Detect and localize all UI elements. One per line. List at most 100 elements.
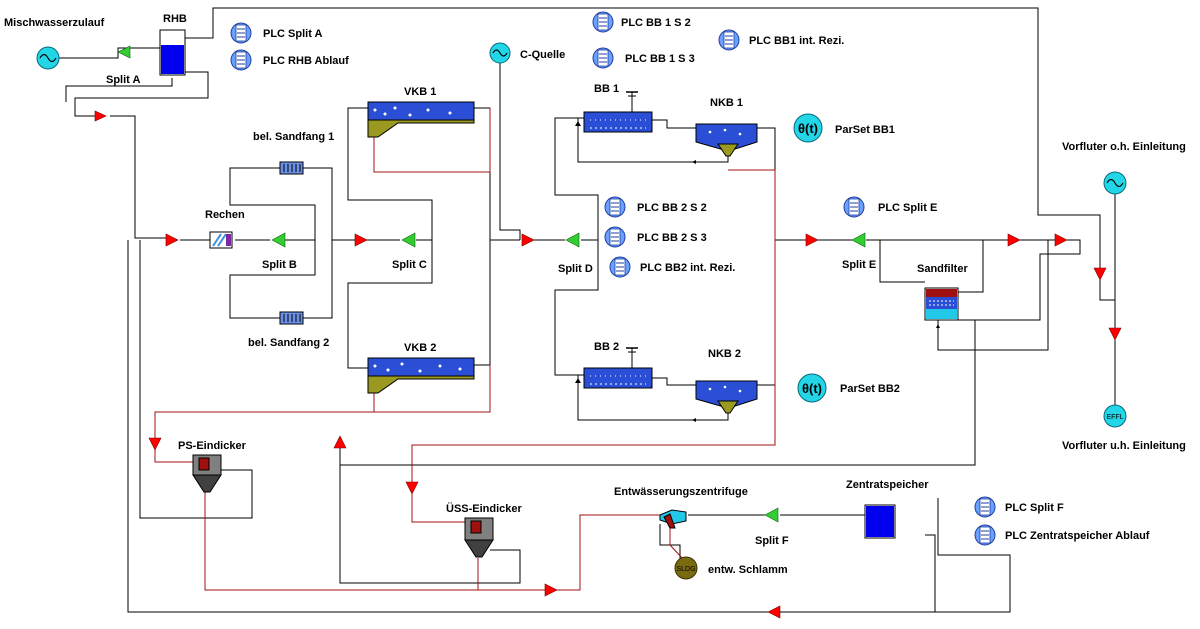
flow-ticks [575,121,940,422]
nkb-1-label: NKB 1 [710,97,743,109]
zentrifuge-icon[interactable] [659,509,687,529]
split-d-label: Split D [558,263,593,275]
plc-icon [974,496,996,518]
zentratspeicher-tank[interactable] [864,504,896,539]
plc-label: PLC RHB Ablauf [263,55,349,67]
vkb-2-tank[interactable] [367,357,475,394]
bb-2-tank[interactable] [583,347,653,389]
bb-1-label: BB 1 [594,83,619,95]
plc-label: PLC BB 1 S 2 [621,17,691,29]
vkb-1-tank[interactable] [367,101,475,138]
zentratspeicher-label: Zentratspeicher [846,479,929,491]
split-c-icon[interactable] [401,232,416,248]
red-arrow-icon [521,233,535,247]
plc-split-f[interactable]: PLC Split F [974,496,1064,518]
uess-eindicker-label: ÜSS-Eindicker [446,502,523,515]
plc-icon [609,256,631,278]
mischwasserzulauf-label: Mischwasserzulauf [4,17,105,29]
ps-eindicker-label: PS-Eindicker [178,440,247,452]
uess-eindicker-icon[interactable] [464,517,494,558]
plc-icon [230,22,252,44]
sandfilter-label: Sandfilter [917,263,968,275]
plc-label: PLC BB2 int. Rezi. [640,262,735,274]
parset-bb1-icon[interactable]: θ(t) [793,113,823,143]
rechen-label: Rechen [205,209,245,221]
split-b-label: Split B [262,259,297,271]
plc-icon [718,29,740,51]
vkb-1-label: VKB 1 [404,86,436,98]
sludge-network [154,108,776,591]
split-b-icon[interactable] [271,232,286,248]
plc-split-e[interactable]: PLC Split E [843,196,937,218]
red-arrow-icon [94,110,107,122]
red-arrow-icon [1007,233,1021,247]
red-arrow-icon [805,233,819,247]
influent-source-icon[interactable] [36,46,60,70]
plc-label: PLC BB1 int. Rezi. [749,35,844,47]
red-arrow-icon [1054,233,1068,247]
parset-bb2-icon[interactable]: θ(t) [797,373,827,403]
plc-rhb-ablauf[interactable]: PLC RHB Ablauf [230,49,349,71]
red-arrow-icon [405,481,419,495]
plc-icon [230,49,252,71]
split-f-icon[interactable] [764,507,779,523]
split-e-label: Split E [842,259,876,271]
plc-label: PLC Split F [1005,502,1064,514]
plc-icon [592,11,614,33]
red-arrow-icon [1093,267,1107,281]
rhb-label: RHB [163,13,187,25]
plc-label: PLC BB 2 S 3 [637,232,707,244]
plc-bb1-s3[interactable]: PLC BB 1 S 3 [592,47,695,69]
plc-icon [843,196,865,218]
rechen-screen-icon[interactable] [209,231,233,249]
red-arrow-icon [354,233,368,247]
sandfang-1-icon[interactable] [279,161,304,175]
split-c-label: Split C [392,259,427,271]
plc-bb1-int-rezi[interactable]: PLC BB1 int. Rezi. [718,29,844,51]
plc-label: PLC BB 2 S 2 [637,202,707,214]
split-a-label: Split A [106,74,140,86]
sandfang-2-icon[interactable] [279,311,304,325]
parset-bb2-label: ParSet BB2 [840,383,900,395]
red-arrow-icon [1108,327,1122,341]
zentrifuge-label: Entwässerungszentrifuge [614,486,748,498]
split-a-icon[interactable] [117,45,131,59]
plc-label: PLC BB 1 S 3 [625,53,695,65]
effluent-icon[interactable]: EFFL [1103,404,1127,428]
plc-label: PLC Split E [878,202,937,214]
plc-icon [592,47,614,69]
split-d-icon[interactable] [565,232,580,248]
red-arrow-icon [148,437,162,451]
split-e-icon[interactable] [851,232,866,248]
plc-icon [604,226,626,248]
ps-eindicker-icon[interactable] [192,454,222,493]
nkb-1-clarifier[interactable] [695,123,758,157]
pipe-network [48,7,1116,613]
plc-icon [604,196,626,218]
red-arrow-icon [333,435,347,449]
rhb-tank[interactable] [159,29,186,76]
plc-label: PLC Split A [263,28,323,40]
red-arrow-icon [165,233,179,247]
sldg-text: SLDG [676,566,695,573]
vorfluter-oh-source-icon[interactable] [1103,171,1127,195]
c-quelle-label: C-Quelle [520,49,565,61]
bb-1-tank[interactable] [583,91,653,133]
red-arrow-icon [767,605,781,619]
plc-bb2-s3[interactable]: PLC BB 2 S 3 [604,226,707,248]
effl-text: EFFL [1106,414,1123,421]
red-arrow-icon [544,583,558,597]
sludge-output-icon[interactable]: SLDG [674,556,698,580]
sandfilter-icon[interactable] [924,287,959,321]
entw-schlamm-label: entw. Schlamm [708,564,788,576]
nkb-2-clarifier[interactable] [695,380,758,414]
plc-zentratspeicher-ablauf[interactable]: PLC Zentratspeicher Ablauf [974,524,1150,546]
theta-icon: θ(t) [802,381,822,396]
plc-bb1-s2[interactable]: PLC BB 1 S 2 [592,11,691,33]
plc-split-a[interactable]: PLC Split A [230,22,323,44]
plc-bb2-s2[interactable]: PLC BB 2 S 2 [604,196,707,218]
plc-bb2-int-rezi[interactable]: PLC BB2 int. Rezi. [609,256,735,278]
plc-icon [974,524,996,546]
c-quelle-source-icon[interactable] [489,42,511,64]
